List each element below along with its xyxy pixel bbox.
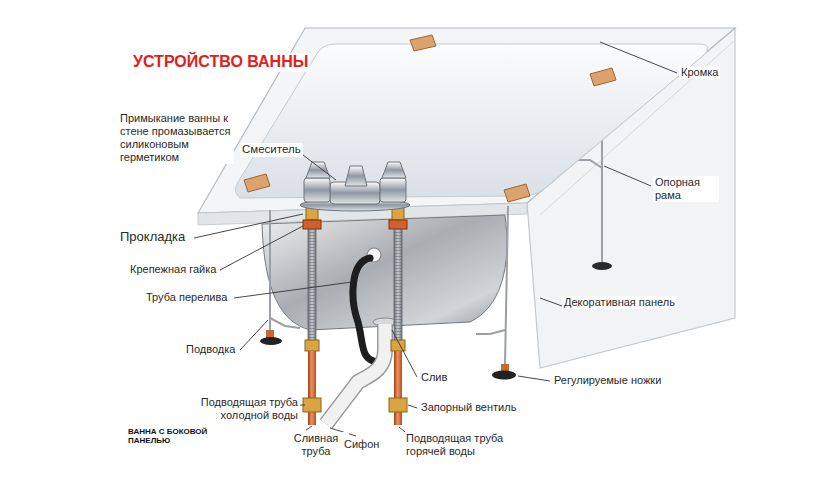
part-label: Декоративная панель: [562, 296, 677, 309]
part-label: Примыкание ванны к стене промазывается с…: [118, 112, 234, 164]
part-label: Регулируемые ножки: [552, 374, 663, 387]
part-label: Кромка: [679, 66, 720, 79]
leader-line: [194, 42, 677, 436]
diagram-title: УСТРОЙСТВО ВАННЫ: [131, 53, 310, 72]
part-label: Подводящая труба горячей воды: [404, 432, 520, 458]
cold-water-line: [303, 206, 321, 425]
siphon-outline: [326, 324, 385, 424]
part-label: Прокладка: [118, 229, 187, 244]
part-label: Труба перелива: [144, 291, 229, 304]
adjustable-foot: [260, 337, 282, 345]
part-label: Смеситель: [240, 143, 303, 157]
part-label: Опорная рама: [653, 176, 719, 202]
siphon: [326, 324, 385, 424]
adjustable-foot: [492, 371, 516, 380]
foot-stem: [266, 330, 274, 338]
part-label: Слив: [419, 371, 449, 384]
part-label: ВАННА С БОКОВОЙ ПАНЕЛЬЮ: [126, 427, 230, 446]
adjustable-foot: [592, 262, 612, 270]
hot-water-line: [389, 206, 407, 425]
part-label: Подводка: [184, 343, 237, 356]
part-label: Сифон: [342, 438, 381, 451]
mixer-tap: [300, 162, 410, 211]
overflow-pipe: [353, 258, 378, 362]
part-label: Крепежная гайка: [128, 263, 218, 276]
part-label: Подводящая труба холодной воды: [186, 396, 300, 422]
part-label: Запорный вентиль: [419, 401, 518, 414]
tub-underside: [262, 215, 507, 330]
part-label: Сливная труба: [283, 432, 349, 458]
